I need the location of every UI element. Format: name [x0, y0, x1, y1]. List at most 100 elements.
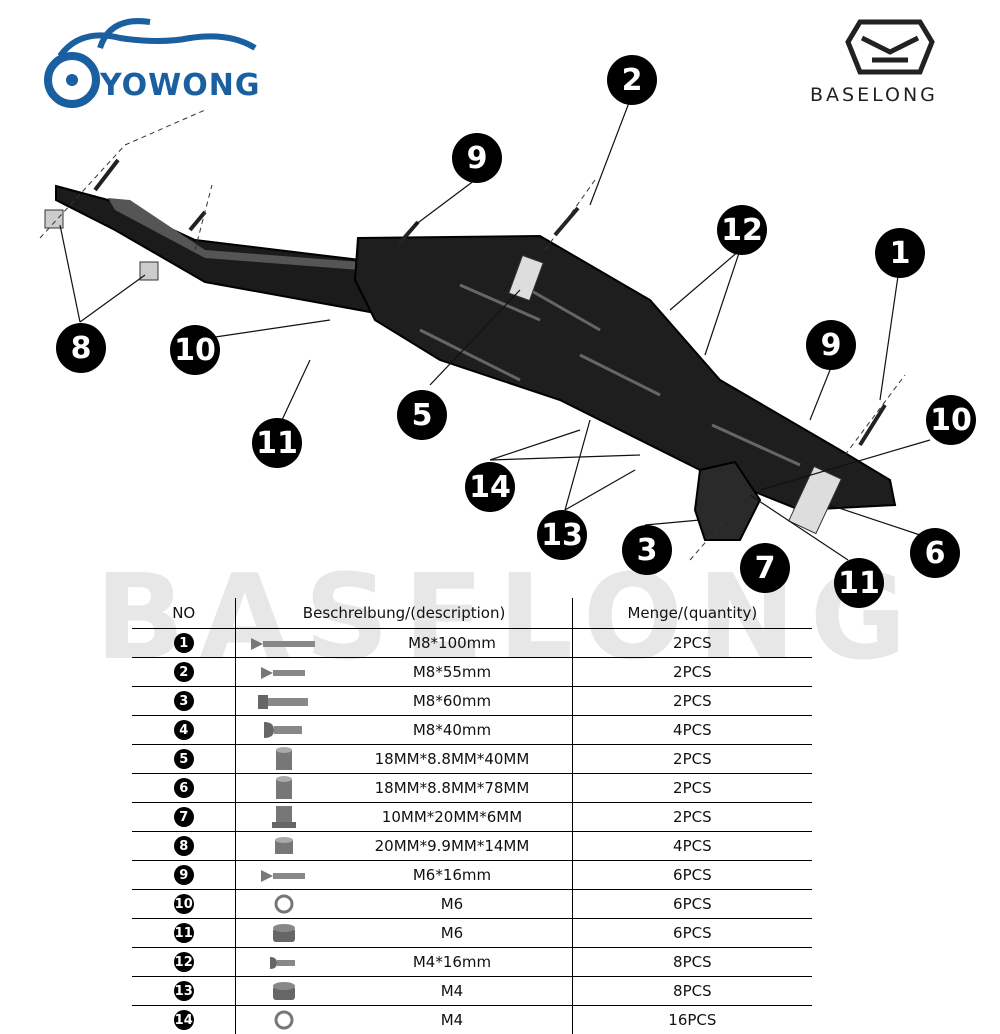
- nut-icon: [236, 977, 332, 1006]
- row-description: M4: [332, 977, 572, 1006]
- row-description: M6: [332, 890, 572, 919]
- row-quantity: 6PCS: [572, 919, 812, 948]
- callout-10: 10: [926, 395, 976, 445]
- row-description: M8*40mm: [332, 716, 572, 745]
- row-number: 9: [132, 861, 236, 890]
- row-number: 7: [132, 803, 236, 832]
- callout-9: 9: [452, 133, 502, 183]
- row-number: 10: [132, 890, 236, 919]
- bolt-button-small-icon: [236, 948, 332, 977]
- callout-7: 7: [740, 543, 790, 593]
- row-quantity: 4PCS: [572, 832, 812, 861]
- spacer-tube-icon: [236, 745, 332, 774]
- row-quantity: 4PCS: [572, 716, 812, 745]
- row-number: 6: [132, 774, 236, 803]
- spacer-tube-icon: [236, 774, 332, 803]
- header-no: NO: [132, 598, 236, 629]
- row-description: 18MM*8.8MM*40MM: [332, 745, 572, 774]
- row-quantity: 2PCS: [572, 629, 812, 658]
- row-number-badge: 3: [174, 691, 194, 711]
- callout-1: 1: [875, 228, 925, 278]
- callout-6: 6: [910, 528, 960, 578]
- bolt-countersunk-icon: [236, 658, 332, 687]
- washer-icon: [236, 890, 332, 919]
- row-number-badge: 1: [174, 633, 194, 653]
- washer-icon: [236, 1006, 332, 1034]
- row-number: 12: [132, 948, 236, 977]
- row-description: 18MM*8.8MM*78MM: [332, 774, 572, 803]
- flanged-bushing-icon: [236, 803, 332, 832]
- row-number: 1: [132, 629, 236, 658]
- row-quantity: 8PCS: [572, 977, 812, 1006]
- row-number-badge: 8: [174, 836, 194, 856]
- row-description: M6: [332, 919, 572, 948]
- row-number-badge: 9: [174, 865, 194, 885]
- row-number-badge: 2: [174, 662, 194, 682]
- row-description: M4: [332, 1006, 572, 1034]
- exploded-assembly-diagram: 2 9 12 1 9 10 8 10 5 11 14 13 3 7 11 6: [0, 0, 1000, 600]
- callout-13: 13: [537, 510, 587, 560]
- row-quantity: 2PCS: [572, 745, 812, 774]
- row-quantity: 2PCS: [572, 687, 812, 716]
- row-number-badge: 11: [174, 923, 194, 943]
- row-description: M6*16mm: [332, 861, 572, 890]
- callout-2: 2: [607, 55, 657, 105]
- callout-3: 3: [622, 525, 672, 575]
- row-number-badge: 10: [174, 894, 194, 914]
- spacer-short-icon: [236, 832, 332, 861]
- row-quantity: 6PCS: [572, 890, 812, 919]
- row-number: 8: [132, 832, 236, 861]
- row-quantity: 16PCS: [572, 1006, 812, 1034]
- row-number: 5: [132, 745, 236, 774]
- row-quantity: 6PCS: [572, 861, 812, 890]
- callout-8: 8: [56, 323, 106, 373]
- bolt-hex-socket-icon: [236, 687, 332, 716]
- row-quantity: 8PCS: [572, 948, 812, 977]
- bolt-button-head-icon: [236, 716, 332, 745]
- row-number-badge: 13: [174, 981, 194, 1001]
- row-description: 10MM*20MM*6MM: [332, 803, 572, 832]
- row-number-badge: 4: [174, 720, 194, 740]
- callout-9b: 9: [806, 320, 856, 370]
- row-number: 2: [132, 658, 236, 687]
- row-description: M8*100mm: [332, 629, 572, 658]
- callout-11: 11: [252, 418, 302, 468]
- callout-14: 14: [465, 462, 515, 512]
- nut-icon: [236, 919, 332, 948]
- row-number: 14: [132, 1006, 236, 1034]
- header-quantity: Menge/(quantity): [572, 598, 812, 629]
- row-number: 11: [132, 919, 236, 948]
- row-number-badge: 7: [174, 807, 194, 827]
- row-number-badge: 5: [174, 749, 194, 769]
- parts-list-table: NO Beschrelbung/(description) Menge/(qua…: [132, 598, 812, 1034]
- table-header-row: NO Beschrelbung/(description) Menge/(qua…: [132, 598, 812, 629]
- row-description: 20MM*9.9MM*14MM: [332, 832, 572, 861]
- row-number-badge: 14: [174, 1010, 194, 1030]
- row-number: 4: [132, 716, 236, 745]
- callout-11b: 11: [834, 558, 884, 608]
- callout-12: 12: [717, 205, 767, 255]
- callout-10b: 10: [170, 325, 220, 375]
- row-description: M8*60mm: [332, 687, 572, 716]
- row-number-badge: 6: [174, 778, 194, 798]
- bolt-countersunk-icon: [236, 861, 332, 890]
- chain-guard-drawing: [0, 0, 1000, 600]
- row-number-badge: 12: [174, 952, 194, 972]
- row-quantity: 2PCS: [572, 658, 812, 687]
- row-quantity: 2PCS: [572, 774, 812, 803]
- row-description: M4*16mm: [332, 948, 572, 977]
